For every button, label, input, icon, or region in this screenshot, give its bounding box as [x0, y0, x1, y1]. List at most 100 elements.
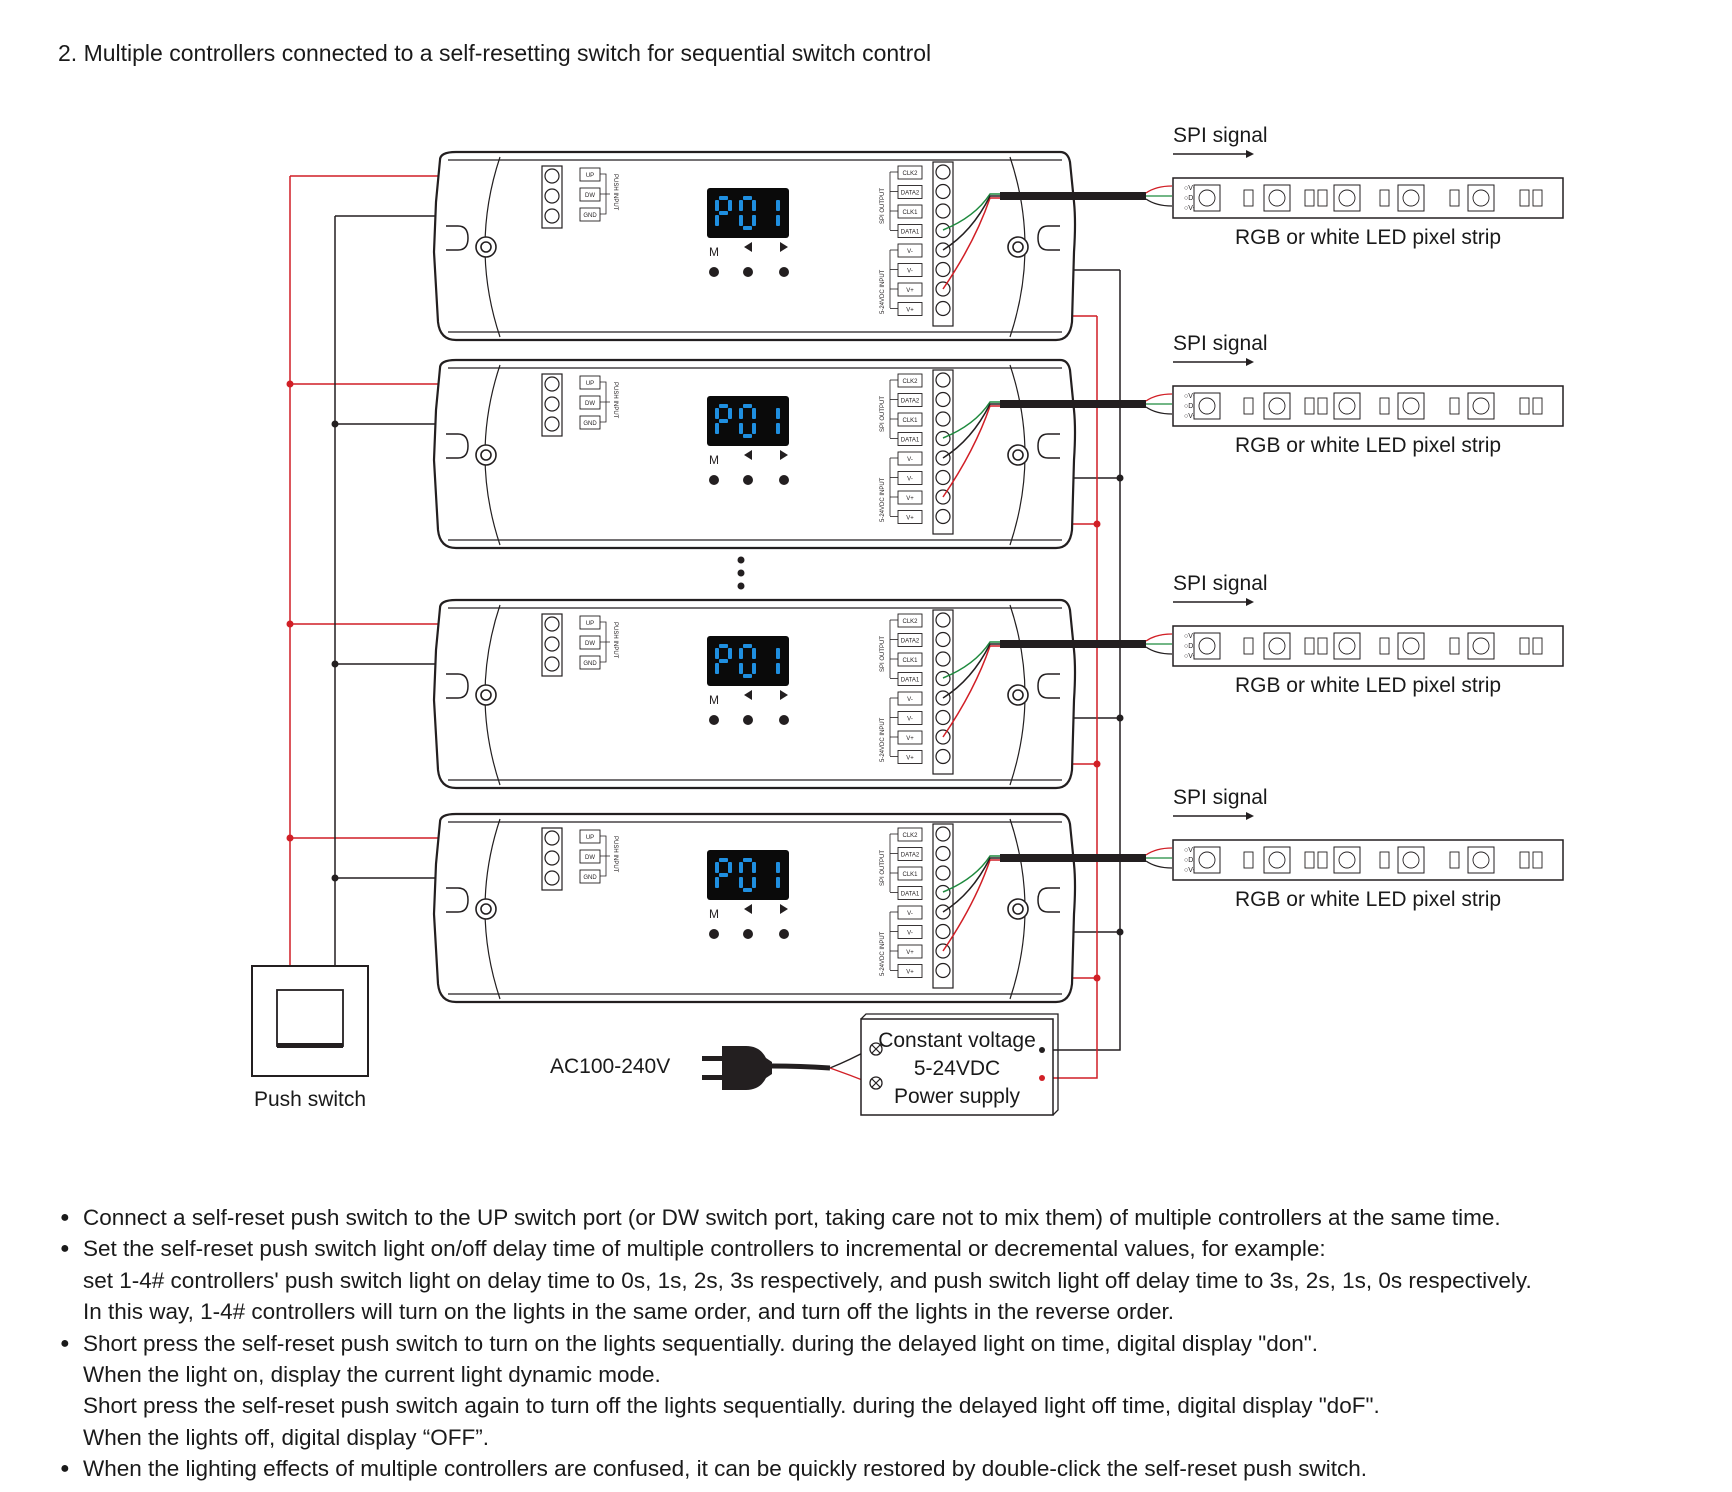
push-port-label: GND	[583, 875, 597, 881]
port-label-box	[897, 711, 923, 725]
digital-display	[707, 850, 789, 900]
power-input-label: 5-24VDC INPUT	[880, 717, 886, 762]
resistor	[1304, 851, 1315, 869]
display-segment	[739, 877, 743, 888]
resistor	[1449, 851, 1460, 869]
power-supply-line-3: Power supply	[894, 1085, 1021, 1108]
port-label: V-	[907, 717, 913, 723]
resistor	[1519, 397, 1530, 415]
port-label-box	[897, 282, 923, 297]
led-strip-caption: RGB or white LED pixel strip	[1235, 674, 1501, 697]
terminal-screw	[935, 183, 951, 200]
screw-icon	[1012, 689, 1024, 701]
display-segment	[719, 404, 728, 408]
housing-edge	[448, 159, 1062, 333]
terminal-screw	[544, 616, 560, 632]
port-label-box	[897, 613, 923, 628]
led-pixel	[1467, 846, 1495, 874]
led-pixel	[1472, 397, 1490, 415]
led-pixel	[1263, 184, 1291, 212]
wire-strip-vplus	[1145, 847, 1173, 856]
port-label-box	[897, 243, 923, 258]
control-button	[779, 267, 789, 277]
port-label-box	[897, 185, 923, 199]
control-button	[709, 715, 719, 725]
strip-pin-label: ○DA	[1184, 857, 1198, 864]
led-strips: SPI signal ○V+ ○DA ○V- RGB or white LED pixe…	[1172, 124, 1564, 911]
led-pixel	[1268, 189, 1286, 207]
strip-pin-label: ○V-	[1184, 205, 1196, 212]
resistor	[1379, 851, 1390, 869]
port-label-box	[897, 471, 923, 485]
display-segment	[719, 196, 728, 200]
display-segment	[719, 858, 728, 862]
bracket	[600, 173, 610, 215]
display-segment	[776, 408, 780, 419]
push-port-label: UP	[586, 381, 594, 387]
port-label: V+	[906, 970, 914, 976]
port-label-box	[897, 633, 923, 647]
screw-icon	[1012, 449, 1024, 461]
port-label: V-	[907, 477, 913, 483]
port-label-box	[897, 490, 923, 505]
junction-dot	[1093, 974, 1101, 982]
resistor	[1449, 397, 1460, 415]
spi-output-label: SPI OUTPUT	[880, 850, 886, 886]
junction-dot	[1116, 714, 1124, 722]
spi-signal-label: SPI signal	[1173, 332, 1268, 355]
port-label-box	[897, 730, 923, 745]
led-strip-4: SPI signal○V+○DA○V-RGB or white LED pixe…	[1172, 786, 1564, 911]
wire-strip-vminus	[1145, 198, 1173, 207]
terminal-screw	[935, 865, 951, 881]
note-item: ●Short press the self-reset push switch …	[58, 1328, 1532, 1454]
port-label-box	[897, 905, 923, 920]
led-pixel	[1193, 184, 1221, 212]
push-port-label: DW	[585, 193, 595, 199]
port-label: V-	[907, 269, 913, 275]
push-switch-label: Push switch	[254, 1088, 366, 1111]
ac-input-label: AC100-240V	[550, 1055, 670, 1078]
display-segment	[776, 877, 780, 888]
port-label-box	[897, 393, 923, 407]
spi-output-label: SPI OUTPUT	[880, 188, 886, 224]
bullet-icon: ●	[60, 1460, 70, 1478]
mounting-slot	[1037, 225, 1060, 251]
control-button	[709, 475, 719, 485]
digital-display	[707, 396, 789, 446]
wire-strip-vplus	[1145, 633, 1173, 642]
led-pixel	[1397, 632, 1425, 660]
terminal-screw	[935, 845, 951, 862]
junction-dot	[331, 660, 339, 668]
mounting-slot	[1037, 673, 1060, 699]
display-segment	[743, 888, 752, 892]
wire-vminus	[942, 857, 1000, 913]
terminal-screw	[935, 164, 951, 180]
power-supply	[860, 1013, 1059, 1116]
controller-housing	[432, 358, 1077, 550]
led-pixel	[1263, 392, 1291, 420]
button-label-m: M	[709, 245, 719, 259]
wire-vplus	[942, 405, 1000, 498]
push-port-label: GND	[583, 661, 597, 667]
port-label-box	[897, 672, 923, 686]
display-segment	[715, 648, 719, 659]
display-segment	[743, 434, 752, 438]
display-segment	[743, 226, 752, 230]
screw-icon	[480, 903, 492, 915]
display-segment	[776, 648, 780, 659]
terminal-screw	[544, 850, 560, 866]
note-line: Connect a self-reset push switch to the …	[83, 1205, 1501, 1230]
port-label: V+	[906, 756, 914, 762]
control-button	[743, 475, 753, 485]
notes-list: ● Connect a self-reset push switch to the…	[58, 1202, 1532, 1485]
mounting-slot	[1037, 887, 1060, 913]
screw-icon	[480, 241, 492, 253]
resistor	[1519, 851, 1530, 869]
strip-pin-label: ○V+	[1184, 847, 1197, 854]
port-label: V-	[907, 249, 913, 255]
led-strip-body	[1172, 385, 1564, 427]
wire-strip-vminus	[1145, 406, 1173, 415]
terminal-screw	[935, 469, 951, 486]
note-line: When the lights off, digital display “OF…	[83, 1424, 489, 1450]
terminal-screw	[935, 826, 951, 842]
